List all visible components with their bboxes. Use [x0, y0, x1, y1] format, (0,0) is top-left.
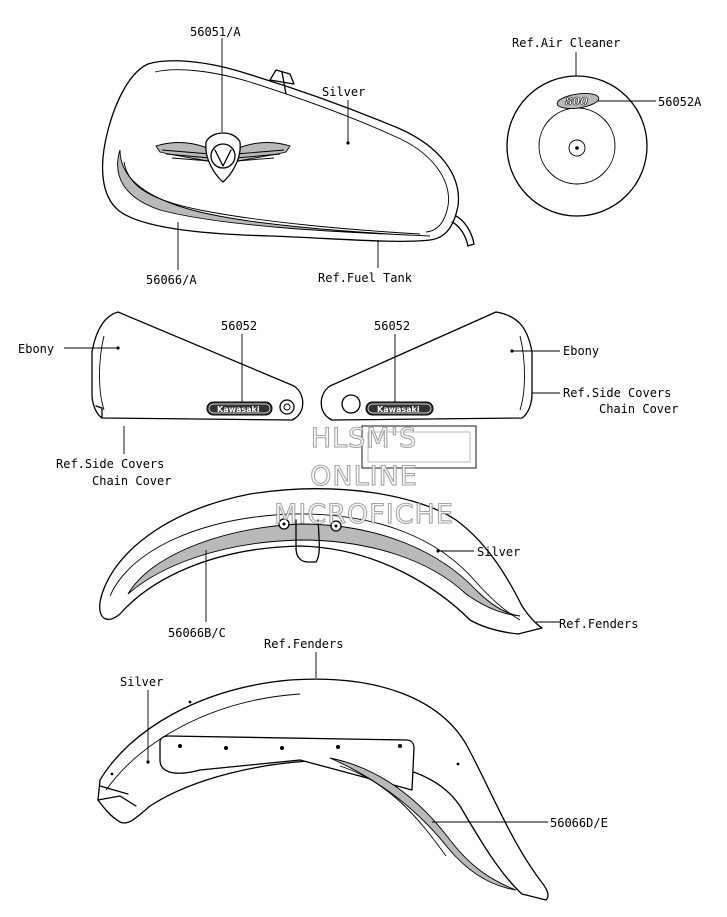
tank-part-label: 56051/A	[190, 25, 241, 39]
watermark: HLSM'S ONLINE MICROFICHE	[274, 422, 454, 530]
air-cleaner: 800	[506, 75, 648, 217]
air-cleaner-emblem: 800	[556, 93, 600, 109]
left-side-cover: Kawasaki	[91, 311, 304, 421]
left-cover-part-label: 56052	[221, 319, 257, 333]
right-cover-part-label: 56052	[374, 319, 410, 333]
ref-fenders-front-label: Ref.Fenders	[559, 617, 638, 631]
right-badge-text: Kawasaki	[377, 405, 420, 414]
watermark-line3: MICROFICHE	[274, 499, 454, 530]
ref-side-covers-left-line1: Ref.Side Covers	[56, 457, 164, 471]
ref-fuel-tank-label: Ref.Fuel Tank	[318, 271, 413, 285]
left-kawasaki-badge: Kawasaki	[206, 401, 273, 416]
ref-side-covers-right-line1: Ref.Side Covers	[563, 386, 671, 400]
rear-fender-part-label: 56066D/E	[550, 816, 608, 830]
tank-stripe-part-label: 56066/A	[146, 273, 197, 287]
ref-side-covers-left-line2: Chain Cover	[92, 474, 171, 488]
rear-fender-stripe	[329, 757, 517, 891]
rear-fender-color-label: Silver	[120, 675, 163, 689]
tank-emblem	[155, 132, 291, 183]
watermark-line2: ONLINE	[310, 461, 418, 492]
rear-fender	[97, 678, 549, 901]
ref-side-covers-right-line2: Chain Cover	[599, 402, 678, 416]
tank-stripe-decal	[117, 149, 431, 237]
front-fender-stripe	[127, 523, 521, 617]
left-cover-color-label: Ebony	[18, 342, 54, 356]
tank-color-label: Silver	[322, 85, 365, 99]
right-cover-color-label: Ebony	[563, 344, 599, 358]
air-cleaner-emblem-text: 800	[565, 95, 588, 108]
right-side-cover: Kawasaki	[320, 311, 533, 469]
right-kawasaki-badge: Kawasaki	[365, 401, 434, 416]
ref-fenders-rear-label: Ref.Fenders	[264, 637, 343, 651]
fuel-tank	[101, 60, 475, 247]
ref-air-cleaner-label: Ref.Air Cleaner	[512, 36, 620, 50]
watermark-line1: HLSM'S	[311, 423, 417, 454]
left-badge-text: Kawasaki	[217, 405, 260, 414]
front-fender	[99, 488, 543, 635]
front-fender-color-label: Silver	[477, 545, 520, 559]
front-fender-part-label: 56066B/C	[168, 626, 226, 640]
air-cleaner-part-label: 56052A	[658, 95, 702, 109]
